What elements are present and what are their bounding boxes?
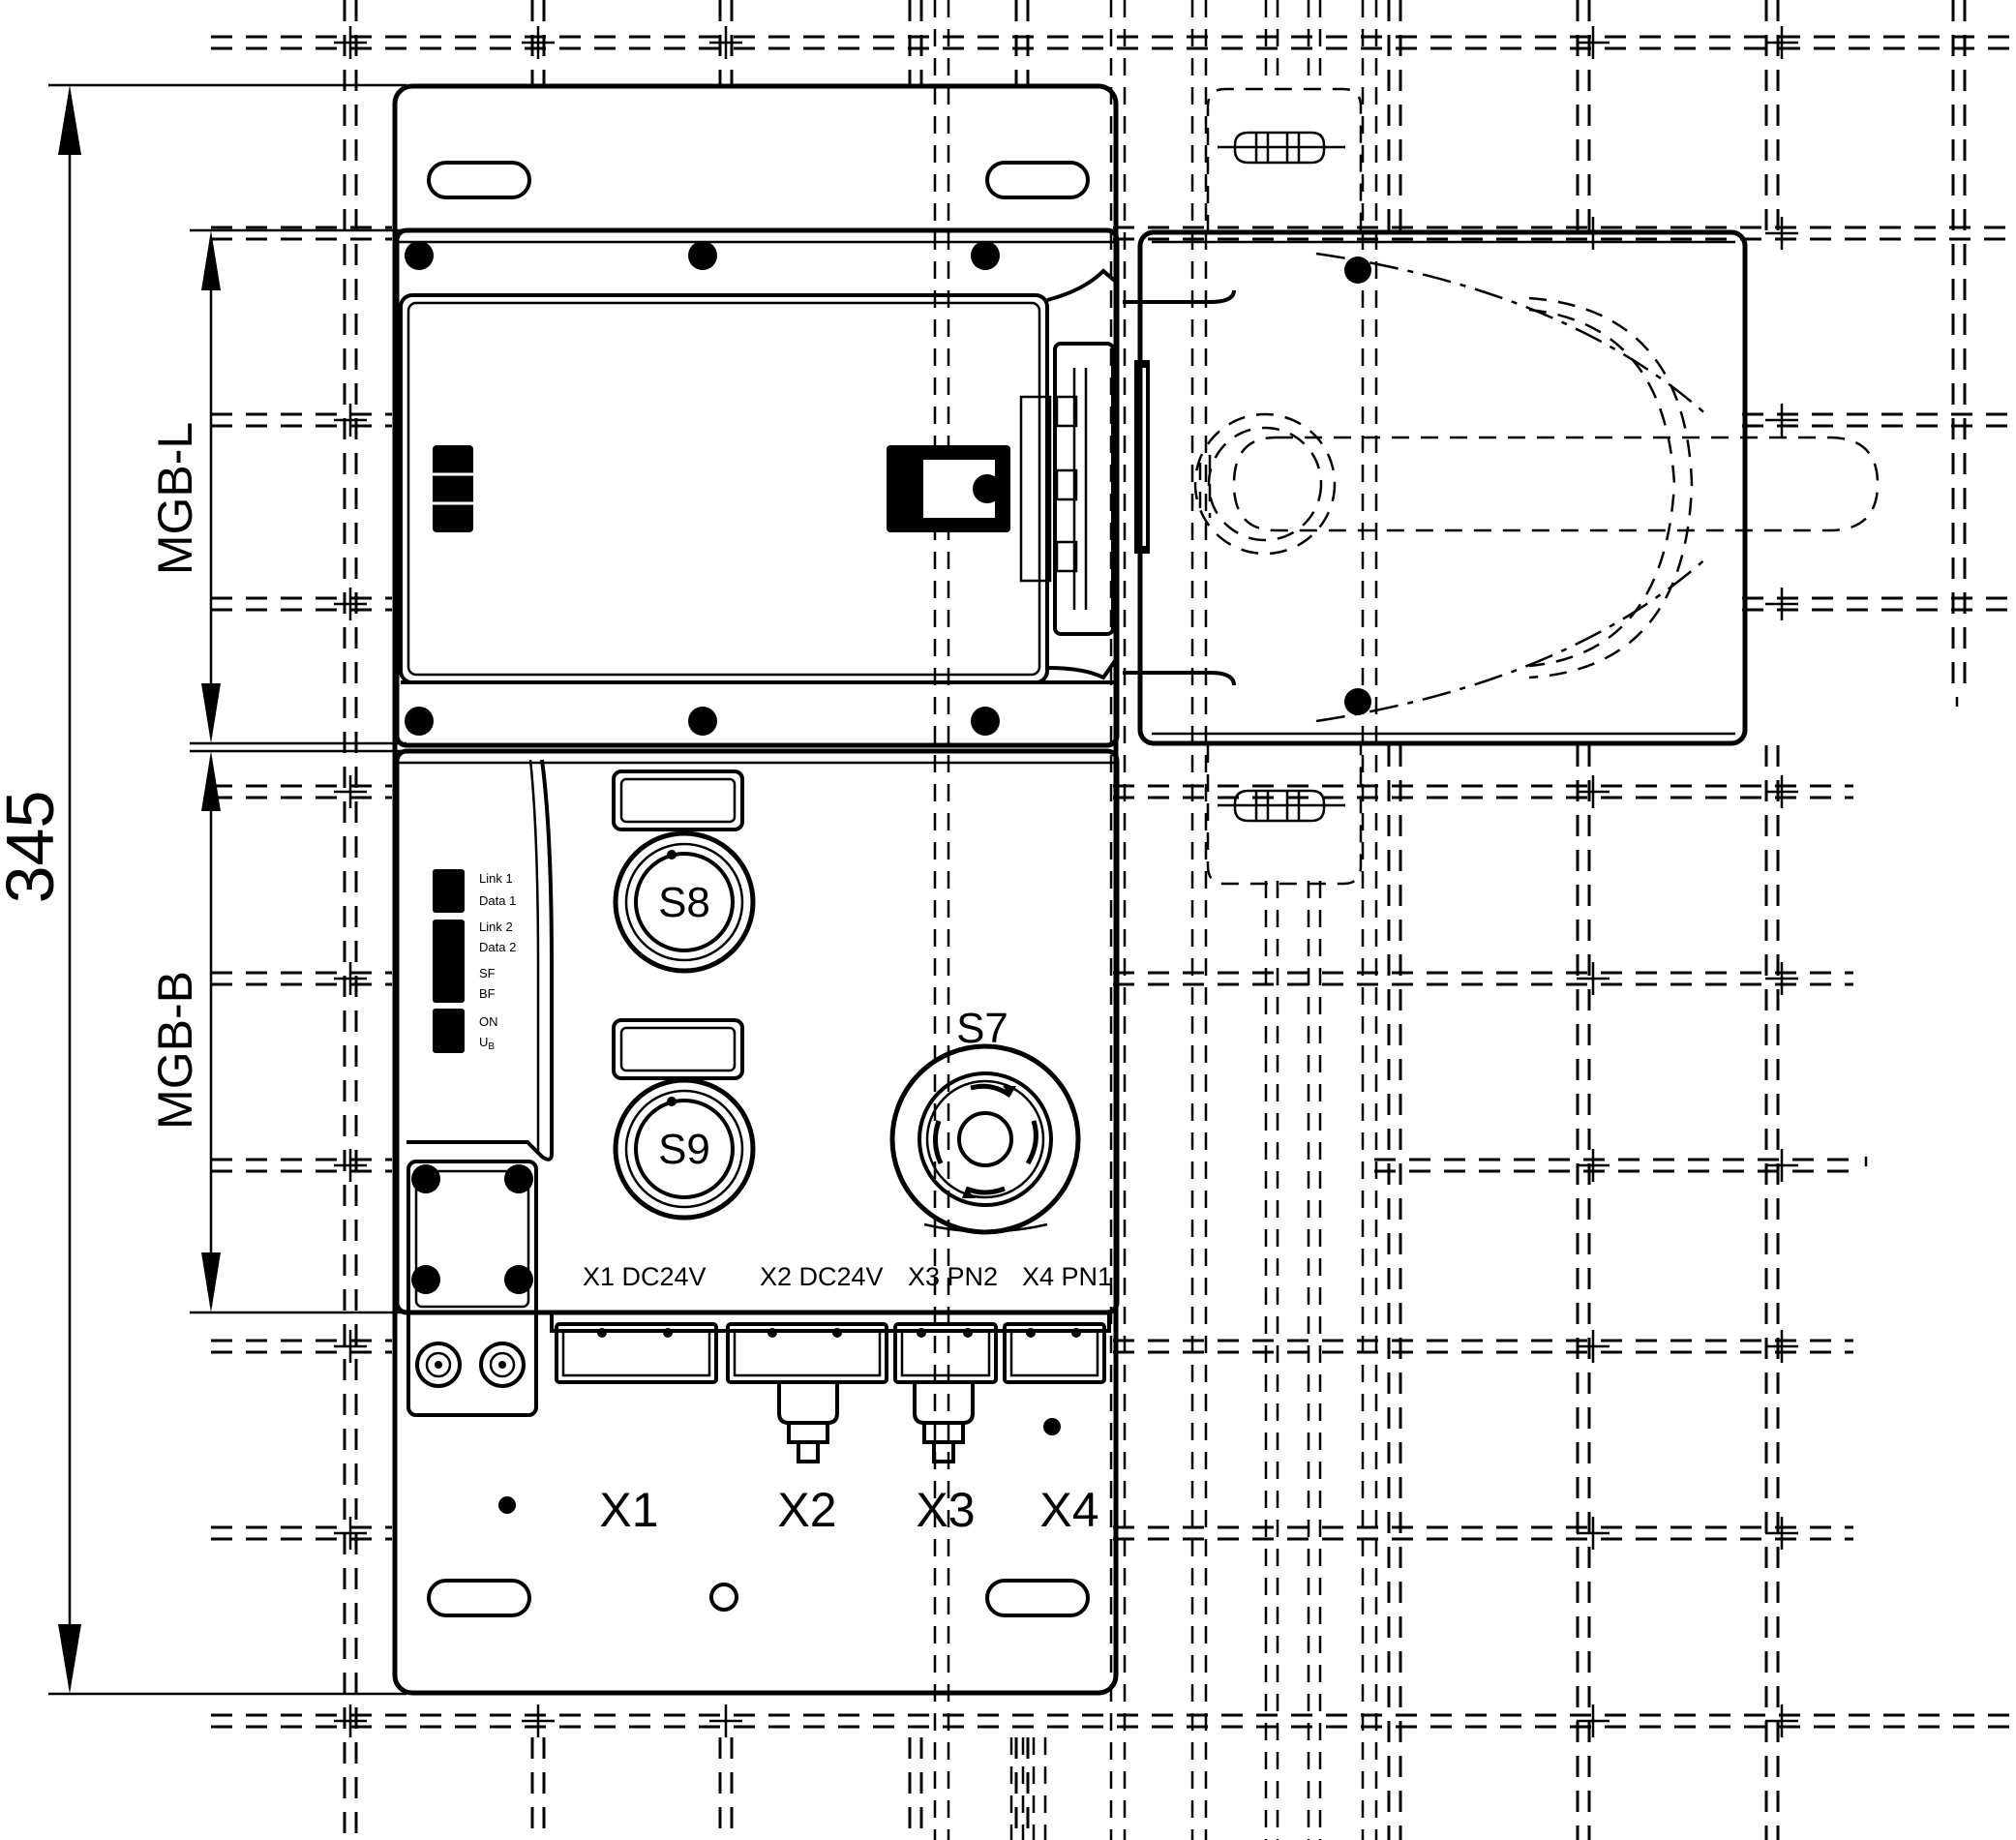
mgb-l-dimension: MGB-L: [148, 228, 406, 745]
screw-l-4: [405, 707, 434, 736]
connector-x1-label: X1: [599, 1483, 658, 1537]
screw-l-1: [405, 241, 434, 270]
handle-module: [1123, 87, 1959, 1166]
mgb-b-dimension: MGB-B: [148, 749, 406, 1314]
mount-hole-x4: [1043, 1418, 1061, 1435]
connector-x3-label: X3: [916, 1483, 975, 1537]
led-label-link1: Link 1: [479, 871, 513, 886]
led-label-bf: BF: [479, 986, 496, 1001]
screw-l-5: [688, 707, 717, 736]
screw-l-2: [688, 241, 717, 270]
connector-x4-header: X4 PN1: [1022, 1262, 1112, 1291]
slot-bottom-right: [985, 1579, 1090, 1617]
led-label-ub: U: [479, 1035, 488, 1049]
mgb-b-module: Link 1 Data 1 Link 2 Data 2 SF BF ON UB: [394, 748, 1120, 1537]
handle-knob-outer: [1193, 412, 1337, 556]
m12-socket-left: [415, 1342, 462, 1388]
connector-x4[interactable]: [1003, 1322, 1106, 1384]
s8-label-field: [612, 769, 744, 831]
led-on-ub: [433, 1009, 465, 1053]
led-label-ub-sub: B: [488, 1041, 495, 1052]
screw-l-3: [971, 241, 1000, 270]
led-label-data2: Data 2: [479, 940, 516, 954]
slot-top-right: [985, 161, 1090, 199]
led-link1-data1: [433, 869, 465, 913]
mgb-l-label: MGB-L: [148, 422, 202, 575]
connector-x2-label: X2: [777, 1483, 836, 1537]
connector-x2[interactable]: [726, 1322, 888, 1463]
led-link2-data2-sf-bf: [433, 920, 465, 1003]
handle-grip: [1232, 436, 1880, 532]
connector-x3-header: X3 PN2: [908, 1262, 998, 1291]
mounting-plate: [392, 83, 1119, 1696]
mgb-l-module: [394, 227, 1150, 748]
led-label-on: ON: [479, 1014, 498, 1029]
grid-cross-markers: [334, 26, 1798, 1737]
mgb-b-label: MGB-B: [148, 971, 202, 1130]
connector-x4-label: X4: [1039, 1483, 1098, 1537]
grid-horizontal-lines: [211, 35, 2016, 1729]
terminal-block: [406, 1160, 538, 1417]
overall-height-dimension: 345: [0, 83, 406, 1696]
button-s8[interactable]: S8: [612, 769, 756, 974]
led-panel: Link 1 Data 1 Link 2 Data 2 SF BF ON UB: [433, 869, 516, 1053]
connector-x2-header: X2 DC24V: [760, 1262, 884, 1291]
screw-l-6: [971, 707, 1000, 736]
connector-x3[interactable]: [893, 1322, 998, 1463]
dimensions: 345 MGB-L MGB-B: [0, 83, 406, 1696]
mount-hole-lower-center: [709, 1583, 738, 1612]
svg-text:UB: UB: [479, 1035, 495, 1052]
s9-label: S9: [658, 1126, 710, 1173]
led-label-link2: Link 2: [479, 920, 513, 934]
led-label-sf: SF: [479, 966, 496, 980]
connector-x1[interactable]: [555, 1322, 718, 1384]
handle-screw-top: [1344, 256, 1371, 284]
background-grid: [211, 0, 2016, 1840]
connector-x1-header: X1 DC24V: [583, 1262, 707, 1291]
profile-rails: [933, 0, 1378, 1840]
handle-screw-bottom: [1344, 688, 1371, 715]
mgb-l-indicator-leds: [433, 445, 473, 532]
m12-socket-right: [479, 1342, 526, 1388]
slot-bottom-left: [427, 1579, 531, 1617]
overall-height-label: 345: [0, 791, 68, 904]
mount-hole-lower-left: [498, 1496, 516, 1514]
grid-vertical-lines: [343, 0, 1967, 1840]
button-s9[interactable]: S9: [612, 1018, 756, 1221]
button-s7-emergency-stop[interactable]: S7: [889, 1005, 1081, 1235]
led-label-data1: Data 1: [479, 893, 516, 908]
slot-top-left: [427, 161, 531, 199]
s8-label: S8: [658, 879, 710, 926]
